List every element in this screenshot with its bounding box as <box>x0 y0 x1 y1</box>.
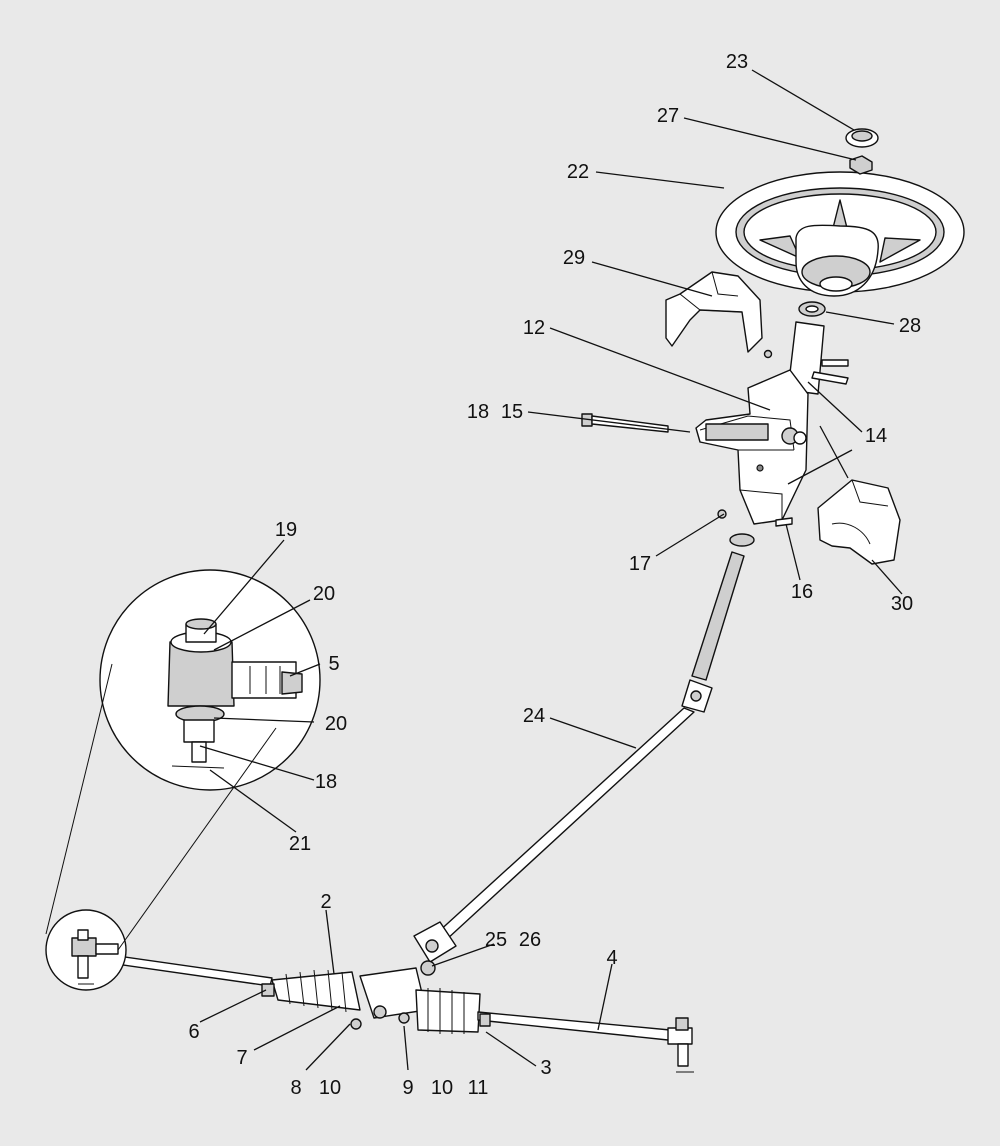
callout-28: 28 <box>899 315 921 337</box>
leader-lines <box>199 69 903 1071</box>
steering-column-bracket <box>695 321 825 525</box>
callout-9: 9 <box>402 1077 413 1099</box>
callout-27: 27 <box>657 105 679 127</box>
callout-10-left: 10 <box>319 1077 341 1099</box>
tie-rod-end-small-circle <box>45 909 127 991</box>
callout-16: 16 <box>791 581 813 603</box>
callout-26: 26 <box>519 929 541 951</box>
callout-30: 30 <box>891 593 913 615</box>
callout-22: 22 <box>567 161 589 183</box>
callout-labels: 23 27 22 29 28 12 18 15 14 17 16 30 19 2… <box>188 51 921 1099</box>
callout-15: 15 <box>501 401 523 423</box>
bolt-16 <box>775 517 793 527</box>
steering-wheel-cap <box>845 128 879 148</box>
callout-20-upper: 20 <box>313 583 335 605</box>
callout-25: 25 <box>485 929 507 951</box>
callout-2: 2 <box>320 891 331 913</box>
callout-3: 3 <box>540 1057 551 1079</box>
callout-18-upper: 18 <box>467 401 489 423</box>
callout-5: 5 <box>328 653 339 675</box>
bearing-lower <box>729 533 755 547</box>
intermediate-shaft <box>435 551 745 941</box>
lower-shroud <box>817 479 901 565</box>
callout-7: 7 <box>236 1047 247 1069</box>
callout-6: 6 <box>188 1021 199 1043</box>
callout-21: 21 <box>289 833 311 855</box>
callout-4: 4 <box>606 947 617 969</box>
callout-17: 17 <box>629 553 651 575</box>
detail-connector-lines <box>45 663 277 951</box>
callout-23: 23 <box>726 51 748 73</box>
upper-shroud <box>665 271 763 353</box>
bearing-28 <box>798 301 826 317</box>
callout-18-lower: 18 <box>315 771 337 793</box>
callout-8: 8 <box>290 1077 301 1099</box>
callout-19: 19 <box>275 519 297 541</box>
column-bolts-14 <box>763 349 849 385</box>
callout-12: 12 <box>523 317 545 339</box>
callout-29: 29 <box>563 247 585 269</box>
callout-24: 24 <box>523 705 545 727</box>
callout-11: 11 <box>468 1077 489 1099</box>
steering-rack-assembly <box>115 921 694 1073</box>
pivot-bolt <box>581 413 669 433</box>
callout-20-lower: 20 <box>325 713 347 735</box>
tie-rod-end-detail-circle <box>99 569 321 791</box>
steering-wheel <box>715 171 965 297</box>
callout-14: 14 <box>865 425 887 447</box>
callout-10-right: 10 <box>431 1077 453 1099</box>
